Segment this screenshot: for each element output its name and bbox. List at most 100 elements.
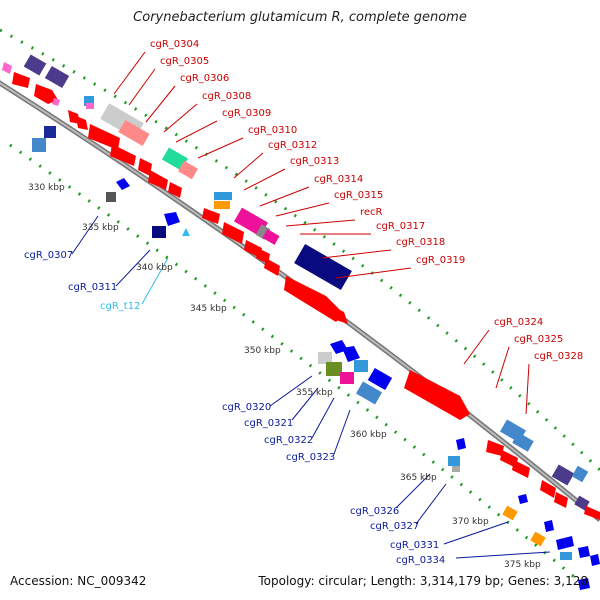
forward-gene-label[interactable]: cgR_0308 (202, 91, 251, 102)
map-title: Corynebacterium glutamicum R, complete g… (133, 10, 467, 25)
forward-gene-label[interactable]: cgR_0328 (534, 351, 583, 362)
reverse-gene-label[interactable]: cgR_0307 (24, 250, 73, 261)
reverse-label-leader (395, 473, 431, 509)
gene-feature[interactable] (44, 126, 56, 138)
gene-feature[interactable] (518, 494, 528, 504)
reverse-gene-label[interactable]: cgR_0326 (350, 506, 399, 517)
gene-feature[interactable] (332, 306, 348, 324)
gene-feature[interactable] (326, 362, 342, 376)
forward-gene-label[interactable]: cgR_0312 (268, 140, 317, 151)
gene-feature[interactable] (262, 229, 280, 245)
gene-feature[interactable] (578, 546, 590, 558)
reverse-label-leader (443, 521, 509, 545)
kbp-tick-label: 330 kbp (28, 183, 65, 193)
forward-gene-label[interactable]: cgR_0324 (494, 317, 543, 328)
forward-gene-label[interactable]: recR (360, 207, 383, 218)
gene-feature[interactable] (264, 258, 280, 276)
gene-feature[interactable] (340, 372, 354, 384)
forward-gene-label[interactable]: cgR_0304 (150, 39, 199, 50)
gene-feature[interactable] (202, 208, 220, 224)
gene-feature[interactable] (512, 460, 530, 478)
gene-feature[interactable] (12, 72, 30, 88)
gene-feature[interactable] (222, 222, 244, 244)
gene-feature[interactable] (551, 464, 575, 486)
forward-gene-label[interactable]: cgR_0317 (376, 221, 425, 232)
forward-label-leader (463, 329, 490, 365)
reverse-gene-label[interactable]: cgR_0311 (68, 282, 117, 293)
gene-feature[interactable] (560, 552, 572, 560)
gene-feature[interactable] (404, 370, 470, 420)
forward-gene-label[interactable]: cgR_0315 (334, 190, 383, 201)
forward-gene-label[interactable]: cgR_0305 (160, 56, 209, 67)
gene-feature[interactable] (110, 144, 136, 166)
gene-feature[interactable] (367, 367, 393, 391)
reverse-gene-label[interactable]: cgR_0321 (244, 418, 293, 429)
gene-feature[interactable] (32, 138, 46, 152)
forward-gene-label[interactable]: cgR_0325 (514, 334, 563, 345)
gene-feature[interactable] (486, 440, 504, 456)
gene-feature[interactable] (318, 352, 332, 364)
forward-gene-label[interactable]: cgR_0310 (248, 125, 297, 136)
gene-feature[interactable] (52, 98, 60, 106)
forward-gene-label[interactable]: cgR_0318 (396, 237, 445, 248)
gene-feature[interactable] (161, 147, 189, 171)
gene-feature[interactable] (168, 182, 182, 198)
gene-feature[interactable] (255, 224, 271, 240)
gene-feature[interactable] (88, 124, 120, 150)
forward-gene-label[interactable]: cgR_0319 (416, 255, 465, 266)
forward-gene-label[interactable]: cgR_0313 (290, 156, 339, 167)
gene-feature[interactable] (86, 103, 94, 109)
forward-gene-label[interactable]: cgR_0314 (314, 174, 363, 185)
gene-feature[interactable] (354, 360, 368, 372)
reverse-gene-label[interactable]: cgR_t12 (100, 301, 140, 312)
gene-feature[interactable] (456, 438, 466, 450)
reverse-label-leader (333, 409, 351, 455)
gene-feature[interactable] (512, 432, 534, 452)
gene-feature[interactable] (138, 158, 152, 176)
gene-feature[interactable] (590, 554, 600, 566)
gene-feature[interactable] (452, 466, 460, 472)
gene-feature[interactable] (214, 201, 230, 209)
gene-feature[interactable] (294, 243, 352, 291)
gene-feature[interactable] (178, 160, 198, 180)
reverse-gene-label[interactable]: cgR_0320 (222, 402, 271, 413)
gene-feature[interactable] (578, 578, 590, 590)
gene-feature[interactable] (2, 62, 12, 74)
gene-feature[interactable] (554, 492, 568, 508)
forward-label-leader (128, 68, 156, 106)
gene-feature[interactable] (182, 228, 190, 236)
forward-gene-label[interactable]: cgR_0309 (222, 108, 271, 119)
reverse-gene-label[interactable]: cgR_0334 (396, 555, 445, 566)
gene-feature[interactable] (23, 54, 47, 76)
gene-feature[interactable] (164, 212, 180, 226)
gene-feature[interactable] (502, 505, 518, 521)
reverse-gene-label[interactable]: cgR_0322 (264, 435, 313, 446)
gene-feature[interactable] (148, 170, 168, 190)
gene-feature[interactable] (118, 119, 150, 147)
gene-feature[interactable] (214, 192, 232, 200)
gene-feature[interactable] (76, 116, 88, 130)
gene-feature[interactable] (584, 506, 600, 520)
reverse-gene-label[interactable]: cgR_0323 (286, 452, 335, 463)
gene-feature[interactable] (152, 226, 166, 238)
gene-feature[interactable] (116, 178, 130, 190)
gene-feature[interactable] (556, 538, 566, 550)
gene-feature[interactable] (355, 381, 383, 405)
reverse-label-leader (455, 551, 551, 559)
gene-feature[interactable] (342, 346, 360, 362)
gene-feature[interactable] (284, 276, 344, 322)
gene-feature[interactable] (34, 84, 58, 104)
forward-gene-label[interactable]: cgR_0306 (180, 73, 229, 84)
gene-feature[interactable] (571, 465, 589, 483)
gene-feature[interactable] (106, 192, 116, 202)
reverse-gene-label[interactable]: cgR_0327 (370, 521, 419, 532)
gene-feature[interactable] (530, 531, 546, 547)
gene-feature[interactable] (544, 520, 554, 532)
gene-feature[interactable] (448, 456, 460, 466)
gene-feature[interactable] (44, 65, 70, 89)
gene-feature[interactable] (540, 480, 556, 498)
reverse-gene-label[interactable]: cgR_0331 (390, 540, 439, 551)
gene-feature[interactable] (564, 536, 574, 548)
gene-feature[interactable] (84, 96, 94, 106)
